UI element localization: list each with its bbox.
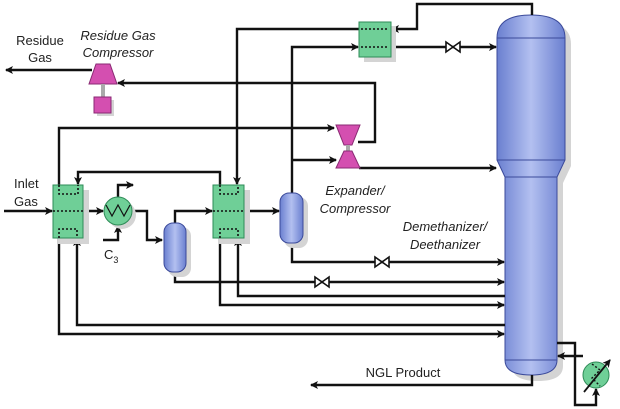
process-lines (4, 2, 600, 407)
expander-compressor (335, 124, 361, 169)
ngl-product-label: NGL Product (366, 365, 441, 380)
c3-label: C3 (104, 247, 118, 265)
heat-exchanger-1 (52, 184, 89, 244)
heat-exchanger-top (358, 21, 396, 62)
separator-1 (163, 222, 191, 277)
valve-icon[interactable] (314, 275, 330, 289)
reboiler (582, 359, 611, 393)
valve-icon[interactable] (445, 40, 461, 54)
valve-icon[interactable] (374, 255, 390, 269)
expander-compressor-label: Expander/Compressor (320, 183, 391, 216)
column-label: Demethanizer/Deethanizer (403, 219, 489, 252)
residue-gas-compressor (88, 63, 118, 116)
separator-2 (279, 192, 308, 248)
demethanizer-column (496, 14, 571, 381)
heat-exchanger-2 (212, 184, 250, 244)
propane-chiller (103, 196, 136, 229)
